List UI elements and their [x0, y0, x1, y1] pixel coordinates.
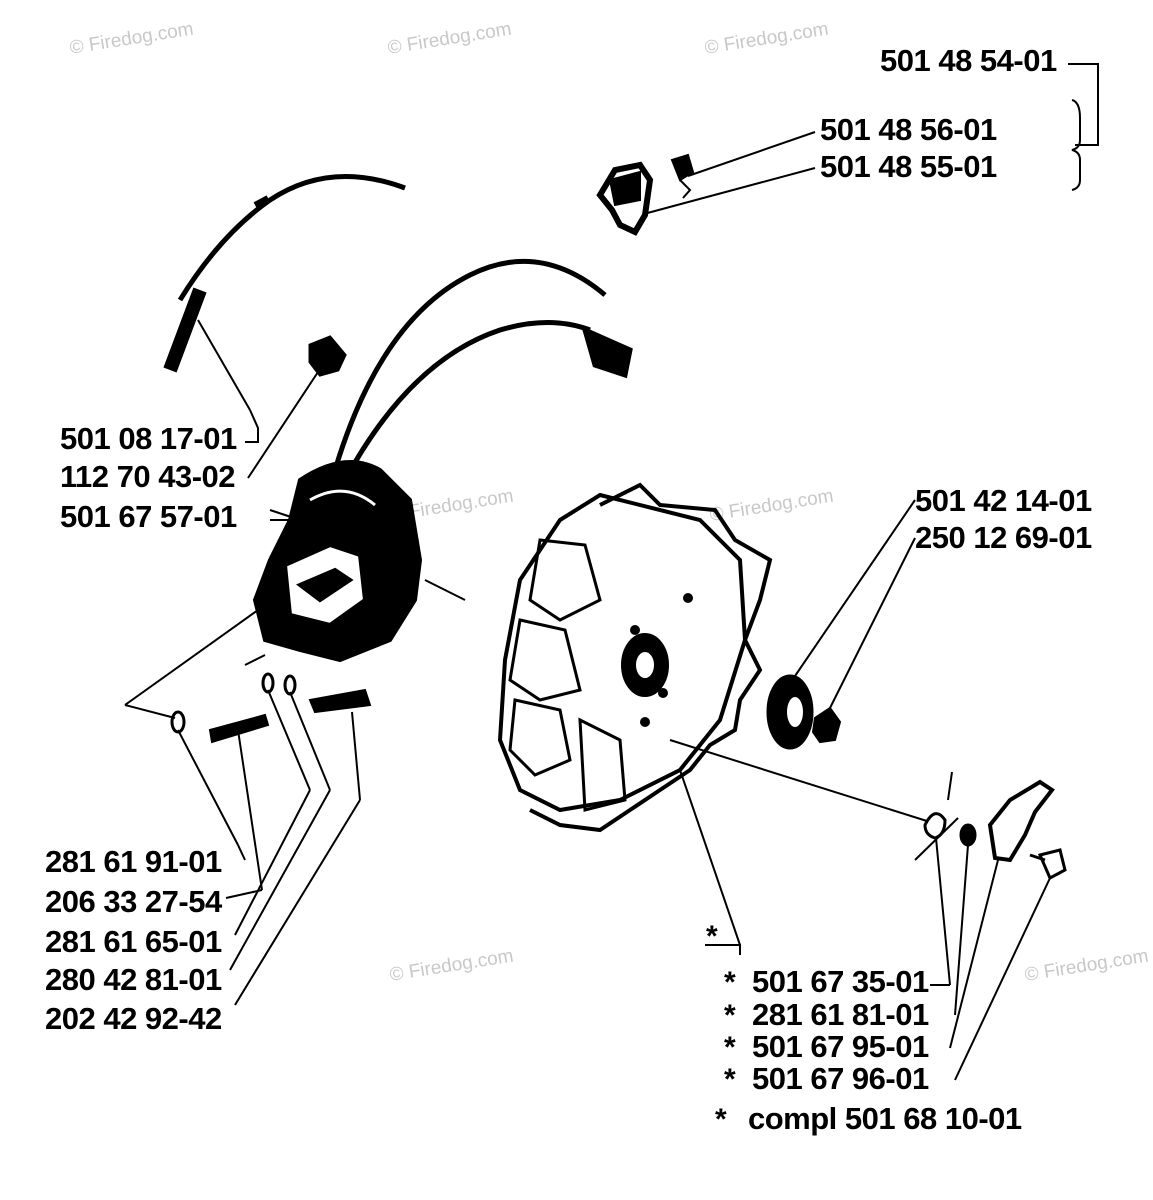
part-number: 501 67 35-01: [752, 964, 929, 999]
part-number-kit: 501 48 54-01: [880, 43, 1057, 78]
part-number: 202 42 92-42: [45, 1001, 222, 1036]
part-number: 250 12 69-01: [915, 520, 1092, 555]
asterisk-marker: *: [724, 999, 736, 1032]
screw-set: [124, 604, 372, 1006]
short-circuit-cable: [332, 258, 633, 482]
part-number: 112 70 43-02: [60, 459, 236, 494]
asterisk-marker: *: [724, 966, 736, 999]
cable-nut: [247, 335, 347, 479]
clip-part: [596, 153, 695, 236]
ignition-module: [252, 460, 466, 663]
starter-pawl-assembly: [914, 771, 1067, 1081]
part-number: 501 48 56-01: [820, 112, 997, 147]
asterisk-marker: *: [724, 1063, 736, 1096]
asterisk-marker: *: [724, 1031, 736, 1064]
part-number: 281 61 91-01: [45, 844, 222, 879]
part-number: 501 67 95-01: [752, 1029, 929, 1064]
bracket-brace: [1071, 99, 1081, 191]
part-number: 281 61 65-01: [45, 924, 222, 959]
part-number: 501 67 57-01: [60, 499, 237, 534]
part-number: 501 42 14-01: [915, 483, 1092, 518]
part-number: 501 08 17-01: [60, 421, 237, 456]
part-number: 501 48 55-01: [820, 149, 997, 184]
flywheel: [497, 482, 931, 955]
part-number: 281 61 81-01: [752, 997, 929, 1032]
ignition-lead: [163, 174, 406, 443]
bracket-outer: [1068, 63, 1099, 146]
part-number: 501 67 96-01: [752, 1061, 929, 1096]
part-number: 280 42 81-01: [45, 962, 222, 997]
asterisk-marker: *: [715, 1103, 727, 1136]
asterisk-marker: *: [706, 920, 718, 953]
part-number: 206 33 27-54: [45, 884, 222, 919]
complete-assembly-number: compl 501 68 10-01: [748, 1101, 1022, 1136]
flywheel-washer-nut: [766, 499, 916, 750]
